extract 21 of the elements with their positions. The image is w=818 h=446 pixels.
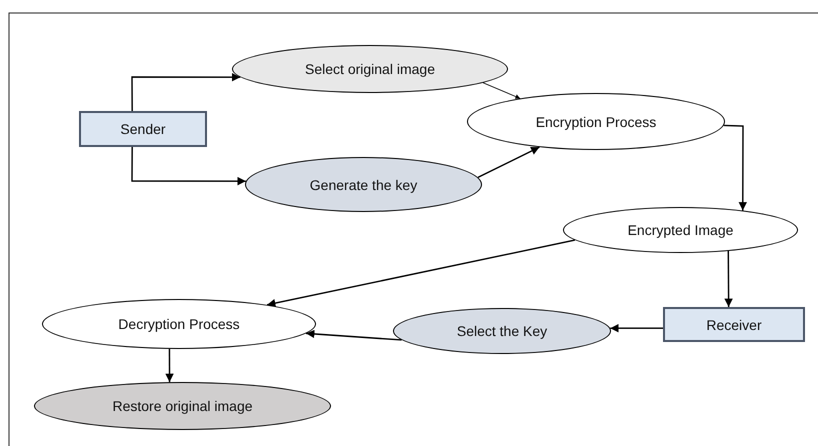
node-label: Select the Key <box>456 323 548 339</box>
node-label: Generate the key <box>310 176 418 192</box>
arrow <box>610 324 663 332</box>
arrow <box>131 73 240 111</box>
arrow <box>306 330 402 341</box>
actor-box <box>663 307 805 342</box>
arrow <box>482 82 521 99</box>
arrow <box>478 146 540 178</box>
arrow <box>724 124 747 210</box>
node-label: Select original image <box>305 61 435 77</box>
node-label: Encryption Process <box>536 114 656 130</box>
node-label: Decryption Process <box>118 316 240 332</box>
node-label: Sender <box>120 121 166 137</box>
arrow <box>724 251 733 307</box>
actor-box <box>79 111 207 147</box>
arrow <box>165 348 174 382</box>
arrow <box>266 239 576 308</box>
node-label: Encrypted Image <box>628 222 734 238</box>
node-label: Receiver <box>706 316 762 332</box>
node-label: Restore original image <box>112 398 253 414</box>
arrow <box>131 147 246 186</box>
